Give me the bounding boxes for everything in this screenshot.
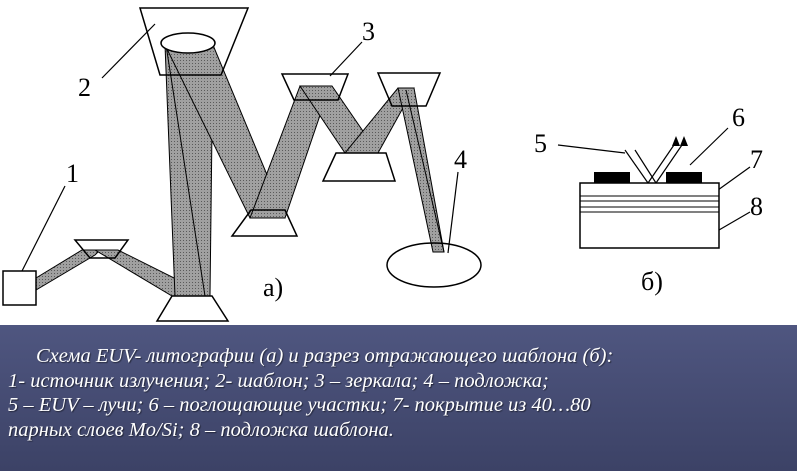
label-4: 4 (454, 145, 467, 174)
mask-substrate (579, 182, 720, 249)
mirror-lower (155, 295, 230, 322)
beam-last-mirror-to-substrate (397, 87, 445, 253)
leader-lines (21, 23, 751, 272)
label-8: 8 (750, 192, 763, 221)
label-5: 5 (534, 129, 547, 158)
absorber-left (594, 172, 630, 183)
mirror-3b (376, 72, 442, 107)
euv-beam-path (35, 44, 445, 297)
label-part-b: б) (641, 267, 663, 296)
euv-rays (624, 141, 685, 184)
mirror-3c (321, 152, 397, 182)
beam-edge-line (165, 44, 206, 297)
euv-lithography-diagram: 1 2 3 4 5 6 7 8 а) б) (2, 7, 763, 322)
label-3: 3 (362, 17, 375, 46)
substrate (386, 242, 482, 288)
label-2: 2 (78, 73, 91, 102)
mask-top-ellipse (160, 32, 216, 54)
radiation-source (2, 270, 37, 306)
caption-line-4: парных слоев Mo/Si; 8 – подложка шаблона… (8, 418, 394, 441)
ray-arrowhead (672, 136, 680, 146)
optical-elements (73, 7, 442, 322)
beam-source-to-mirror (35, 249, 102, 291)
absorber-right (666, 172, 702, 183)
ray-arrowhead (680, 136, 688, 146)
mirror-3d (230, 209, 299, 237)
mirror-1 (73, 239, 130, 259)
caption-line-1: Схема EUV- литографии (а) и разрез отраж… (36, 345, 614, 367)
mirror-3a (280, 73, 350, 101)
caption: Схема EUV- литографии (а) и разрез отраж… (0, 325, 797, 471)
caption-line-3: 5 – EUV – лучи; 6 – поглощающие участки;… (8, 394, 591, 416)
label-part-a: а) (263, 273, 283, 302)
beam-edge-line-2 (405, 89, 445, 253)
label-6: 6 (732, 103, 745, 132)
reflective-mask-section (579, 136, 720, 249)
label-1: 1 (66, 159, 79, 188)
caption-line-2: 1- источник излучения; 2- шаблон; 3 – зе… (8, 369, 549, 392)
label-7: 7 (750, 145, 763, 174)
diagram-panel: 1 2 3 4 5 6 7 8 а) б) (0, 0, 797, 325)
mask-template (138, 7, 250, 76)
